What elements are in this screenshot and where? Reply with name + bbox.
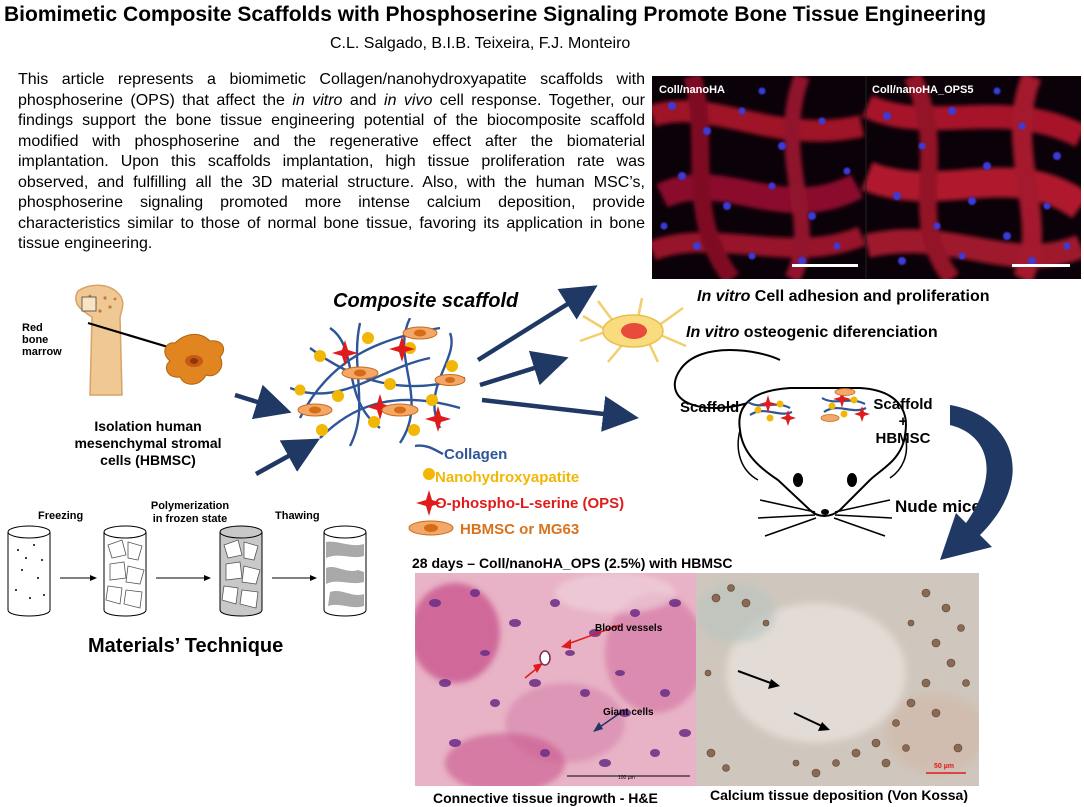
legend-hbmsc: HBMSC or MG63 (460, 521, 580, 538)
legend-symbols (408, 444, 454, 536)
caption-italic: In vitro (697, 288, 751, 305)
mouse-scaffold-right-line: HBMSC (875, 430, 931, 447)
micrograph-label-left: Coll/nanoHA (659, 84, 725, 96)
scale-bar-left-label: 100 µm (618, 775, 635, 781)
legend-ops: O-phospho-L-serine (OPS) (435, 495, 625, 512)
mouse-scaffold-right-line: + (898, 413, 908, 430)
cylinder-thawing-start (219, 525, 263, 617)
authors: C.L. Salgado, B.I.B. Teixeira, F.J. Mont… (330, 35, 631, 52)
cylinder-polymerization (103, 525, 147, 617)
nude-mouse-illustration (673, 349, 908, 537)
cylinder-thawed (323, 525, 367, 617)
step-thawing: Thawing (275, 510, 320, 522)
scale-bar-right-label: 50 µm (934, 763, 954, 770)
page-title: Biomimetic Composite Scaffolds with Phos… (4, 3, 987, 26)
abstract-italic: in vivo (384, 91, 433, 109)
abstract-italic: in vitro (292, 91, 343, 109)
bone-label-line: Red (22, 322, 43, 334)
arrow-to-micrographs (476, 285, 598, 362)
mouse-scaffold-right: Scaffold + HBMSC (870, 396, 936, 447)
he-caption: Connective tissue ingrowth - H&E (433, 790, 658, 806)
caption-rest: osteogenic diferenciation (739, 324, 938, 341)
composite-scaffold-diagram (290, 318, 466, 447)
arrow-to-mouse (481, 396, 639, 432)
abstract-part: cell response. Together, our findings su… (18, 91, 646, 253)
cylinder-freezing (7, 525, 51, 617)
abstract-text: This article represents a biomimetic Col… (18, 70, 645, 255)
abstract-part: and (342, 91, 385, 109)
arrow-to-osteo (479, 350, 569, 388)
histology-header: 28 days – Coll/nanoHA_OPS (2.5%) with HB… (412, 555, 733, 571)
mouse-scaffold-left: Scaffold (680, 399, 740, 416)
abstract-part: This article represents a biomimetic Col… (18, 71, 645, 109)
nude-mice-label: Nude mice (895, 497, 981, 516)
legend-collagen-icon (414, 444, 444, 456)
mouse-scaffold-right-line: Scaffold (873, 396, 933, 413)
legend-ops-icon (416, 490, 442, 516)
micrograph-label-right: Coll/nanoHA_OPS5 (872, 84, 974, 96)
technique-title: Materials’ Technique (88, 635, 284, 657)
isolation-line: mesenchymal stromal (74, 435, 222, 451)
bone-label-line: marrow (22, 346, 62, 358)
von-kossa-caption: Calcium tissue deposition (Von Kossa) (710, 787, 969, 803)
step-polymerization: Polymerization in frozen state (140, 500, 240, 526)
bone-illustration (75, 284, 225, 396)
bone-label-line: bone (22, 334, 49, 346)
step-freezing: Freezing (38, 510, 84, 522)
fluorescence-micrograph (652, 76, 1081, 279)
micrograph-caption: In vitro Cell adhesion and proliferation (697, 288, 989, 306)
curved-arrow (940, 405, 1013, 560)
legend-nanoha: Nanohydroxyapatite (435, 469, 580, 486)
isolation-line: Isolation human (94, 418, 202, 434)
arrow-technique-to-scaffold (254, 438, 320, 476)
isolation-label: Isolation human mesenchymal stromal cell… (68, 418, 228, 469)
step-polymerization-line: in frozen state (152, 513, 228, 525)
legend-collagen: Collagen (444, 446, 508, 463)
composite-title: Composite scaffold (333, 290, 519, 312)
isolation-line: cells (HBMSC) (100, 452, 196, 468)
von-kossa-image (696, 573, 979, 786)
arrow-cells-to-scaffold (234, 384, 292, 420)
osteogenic-cell-illustration (579, 297, 687, 363)
blood-vessels-label: Blood vessels (595, 623, 663, 634)
materials-technique-diagram (7, 525, 367, 617)
he-stain-image (415, 573, 696, 786)
osteo-caption: In vitro osteogenic diferenciation (686, 324, 938, 342)
step-polymerization-line: Polymerization (150, 500, 230, 512)
bone-label: Red bone marrow (22, 322, 62, 358)
caption-italic: In vitro (686, 324, 740, 341)
blood-vessel-arrow (564, 624, 621, 646)
caption-rest: Cell adhesion and proliferation (750, 288, 990, 305)
giant-cells-label: Giant cells (603, 707, 654, 718)
legend-nanoha-icon (423, 468, 435, 480)
